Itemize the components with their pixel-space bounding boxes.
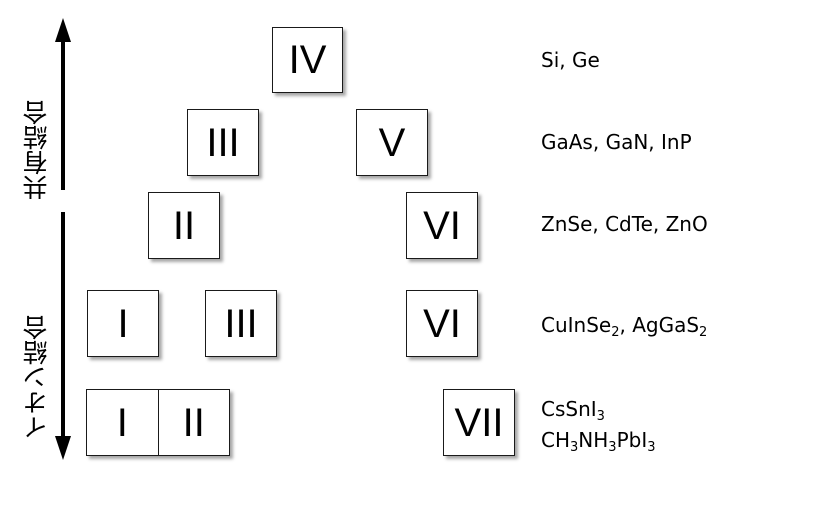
- group-box-vii: VII: [443, 389, 515, 456]
- group-cell-i: I: [116, 400, 128, 445]
- group-box-vi: VI: [406, 192, 478, 259]
- axis-down-arrowhead: [55, 436, 71, 460]
- compounds-i-iii-vi: CuInSe2, AgGaS2: [541, 313, 708, 340]
- group-box-ii: II: [148, 192, 220, 259]
- compounds-i-ii-vii-a: CsSnI3: [541, 397, 605, 424]
- group-box-pair-i-ii: I II: [86, 389, 230, 456]
- group-box-v: V: [356, 109, 428, 176]
- group-box-iv: IV: [272, 27, 343, 93]
- axis-up-arrowhead: [55, 18, 71, 42]
- compounds-ii-vi: ZnSe, CdTe, ZnO: [541, 212, 708, 236]
- compounds-iii-v: GaAs, GaN, InP: [541, 130, 692, 154]
- group-box-vi: VI: [406, 290, 478, 357]
- compounds-i-ii-vii-b: CH3NH3PbI3: [541, 428, 656, 455]
- covalent-bond-label: 共有結合: [22, 100, 51, 200]
- compounds-iv: Si, Ge: [541, 48, 600, 72]
- group-box-iii: III: [187, 109, 259, 176]
- ionic-bond-label: イオン結合: [22, 315, 51, 440]
- group-box-i: I: [87, 290, 159, 357]
- group-box-iii: III: [205, 290, 277, 357]
- group-cell-ii: II: [157, 390, 230, 455]
